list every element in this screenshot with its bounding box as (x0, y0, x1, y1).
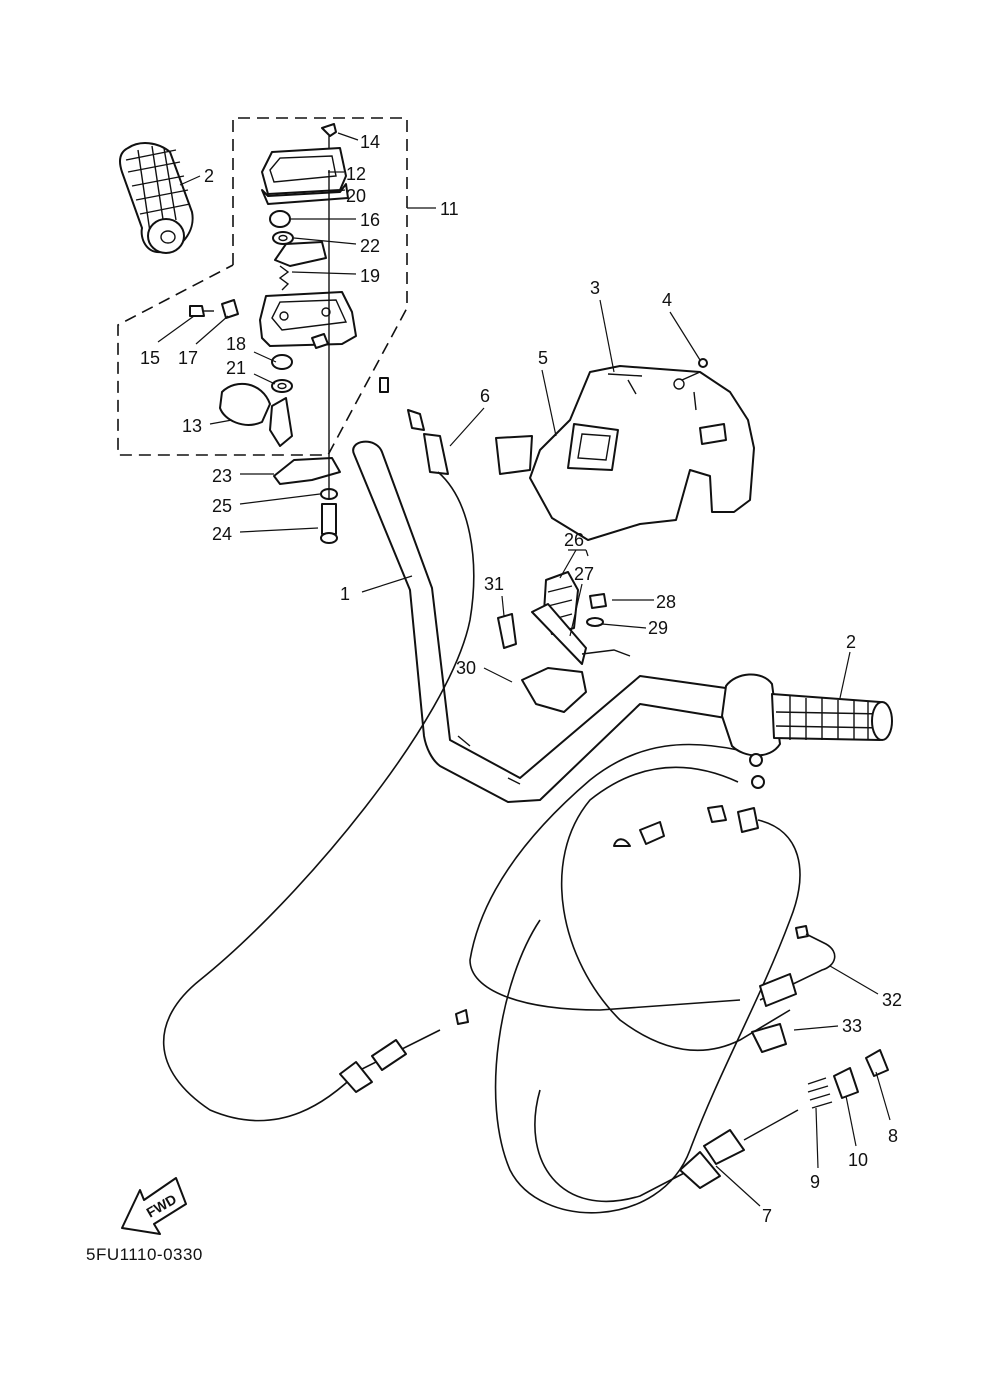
callout-11: 11 (440, 199, 459, 219)
callout-2-right: 2 (846, 632, 856, 652)
callout-21: 21 (226, 358, 246, 378)
callout-3: 3 (590, 278, 600, 298)
left-grip (119, 142, 194, 254)
callout-31: 31 (484, 574, 504, 594)
callout-17: 17 (178, 348, 198, 368)
cable-7 (534, 1049, 889, 1203)
callout-5: 5 (538, 348, 548, 368)
callout-20: 20 (346, 186, 366, 206)
throttle-cables (469, 743, 801, 1214)
callout-32: 32 (882, 990, 902, 1010)
assembly-11-boundary (117, 117, 408, 456)
callout-12: 12 (346, 164, 366, 184)
callout-1: 1 (340, 584, 350, 604)
forward-arrow-icon: FWD (121, 1177, 187, 1235)
callout-14: 14 (360, 132, 380, 152)
callout-23: 23 (212, 466, 232, 486)
callout-28: 28 (656, 592, 676, 612)
switch-assembly (497, 571, 631, 713)
callout-22: 22 (360, 236, 380, 256)
callout-6: 6 (480, 386, 490, 406)
callout-19: 19 (360, 266, 380, 286)
callout-26: 26 (564, 530, 584, 550)
callout-27: 27 (574, 564, 594, 584)
callout-labels: 14 12 20 16 22 19 11 2 15 17 18 21 13 23… (140, 132, 902, 1226)
right-grip (721, 673, 893, 757)
callout-8: 8 (888, 1126, 898, 1146)
handlebar-cover (495, 358, 755, 541)
callout-25: 25 (212, 496, 232, 516)
callout-29: 29 (648, 618, 668, 638)
callout-30: 30 (456, 658, 476, 678)
callout-15: 15 (140, 348, 160, 368)
callout-18: 18 (226, 334, 246, 354)
master-cylinder-parts (189, 123, 357, 544)
callout-24: 24 (212, 524, 232, 544)
brake-cable (162, 377, 475, 1122)
leader-lines (157, 132, 891, 1207)
callout-4: 4 (662, 290, 672, 310)
callout-13: 13 (182, 416, 202, 436)
callout-7: 7 (762, 1206, 772, 1226)
callout-2-left: 2 (204, 166, 214, 186)
callout-9: 9 (810, 1172, 820, 1192)
cable-32 (751, 925, 836, 1053)
callout-33: 33 (842, 1016, 862, 1036)
callout-16: 16 (360, 210, 380, 230)
drawing-code: 5FU1110-0330 (86, 1245, 203, 1264)
callout-10: 10 (848, 1150, 868, 1170)
